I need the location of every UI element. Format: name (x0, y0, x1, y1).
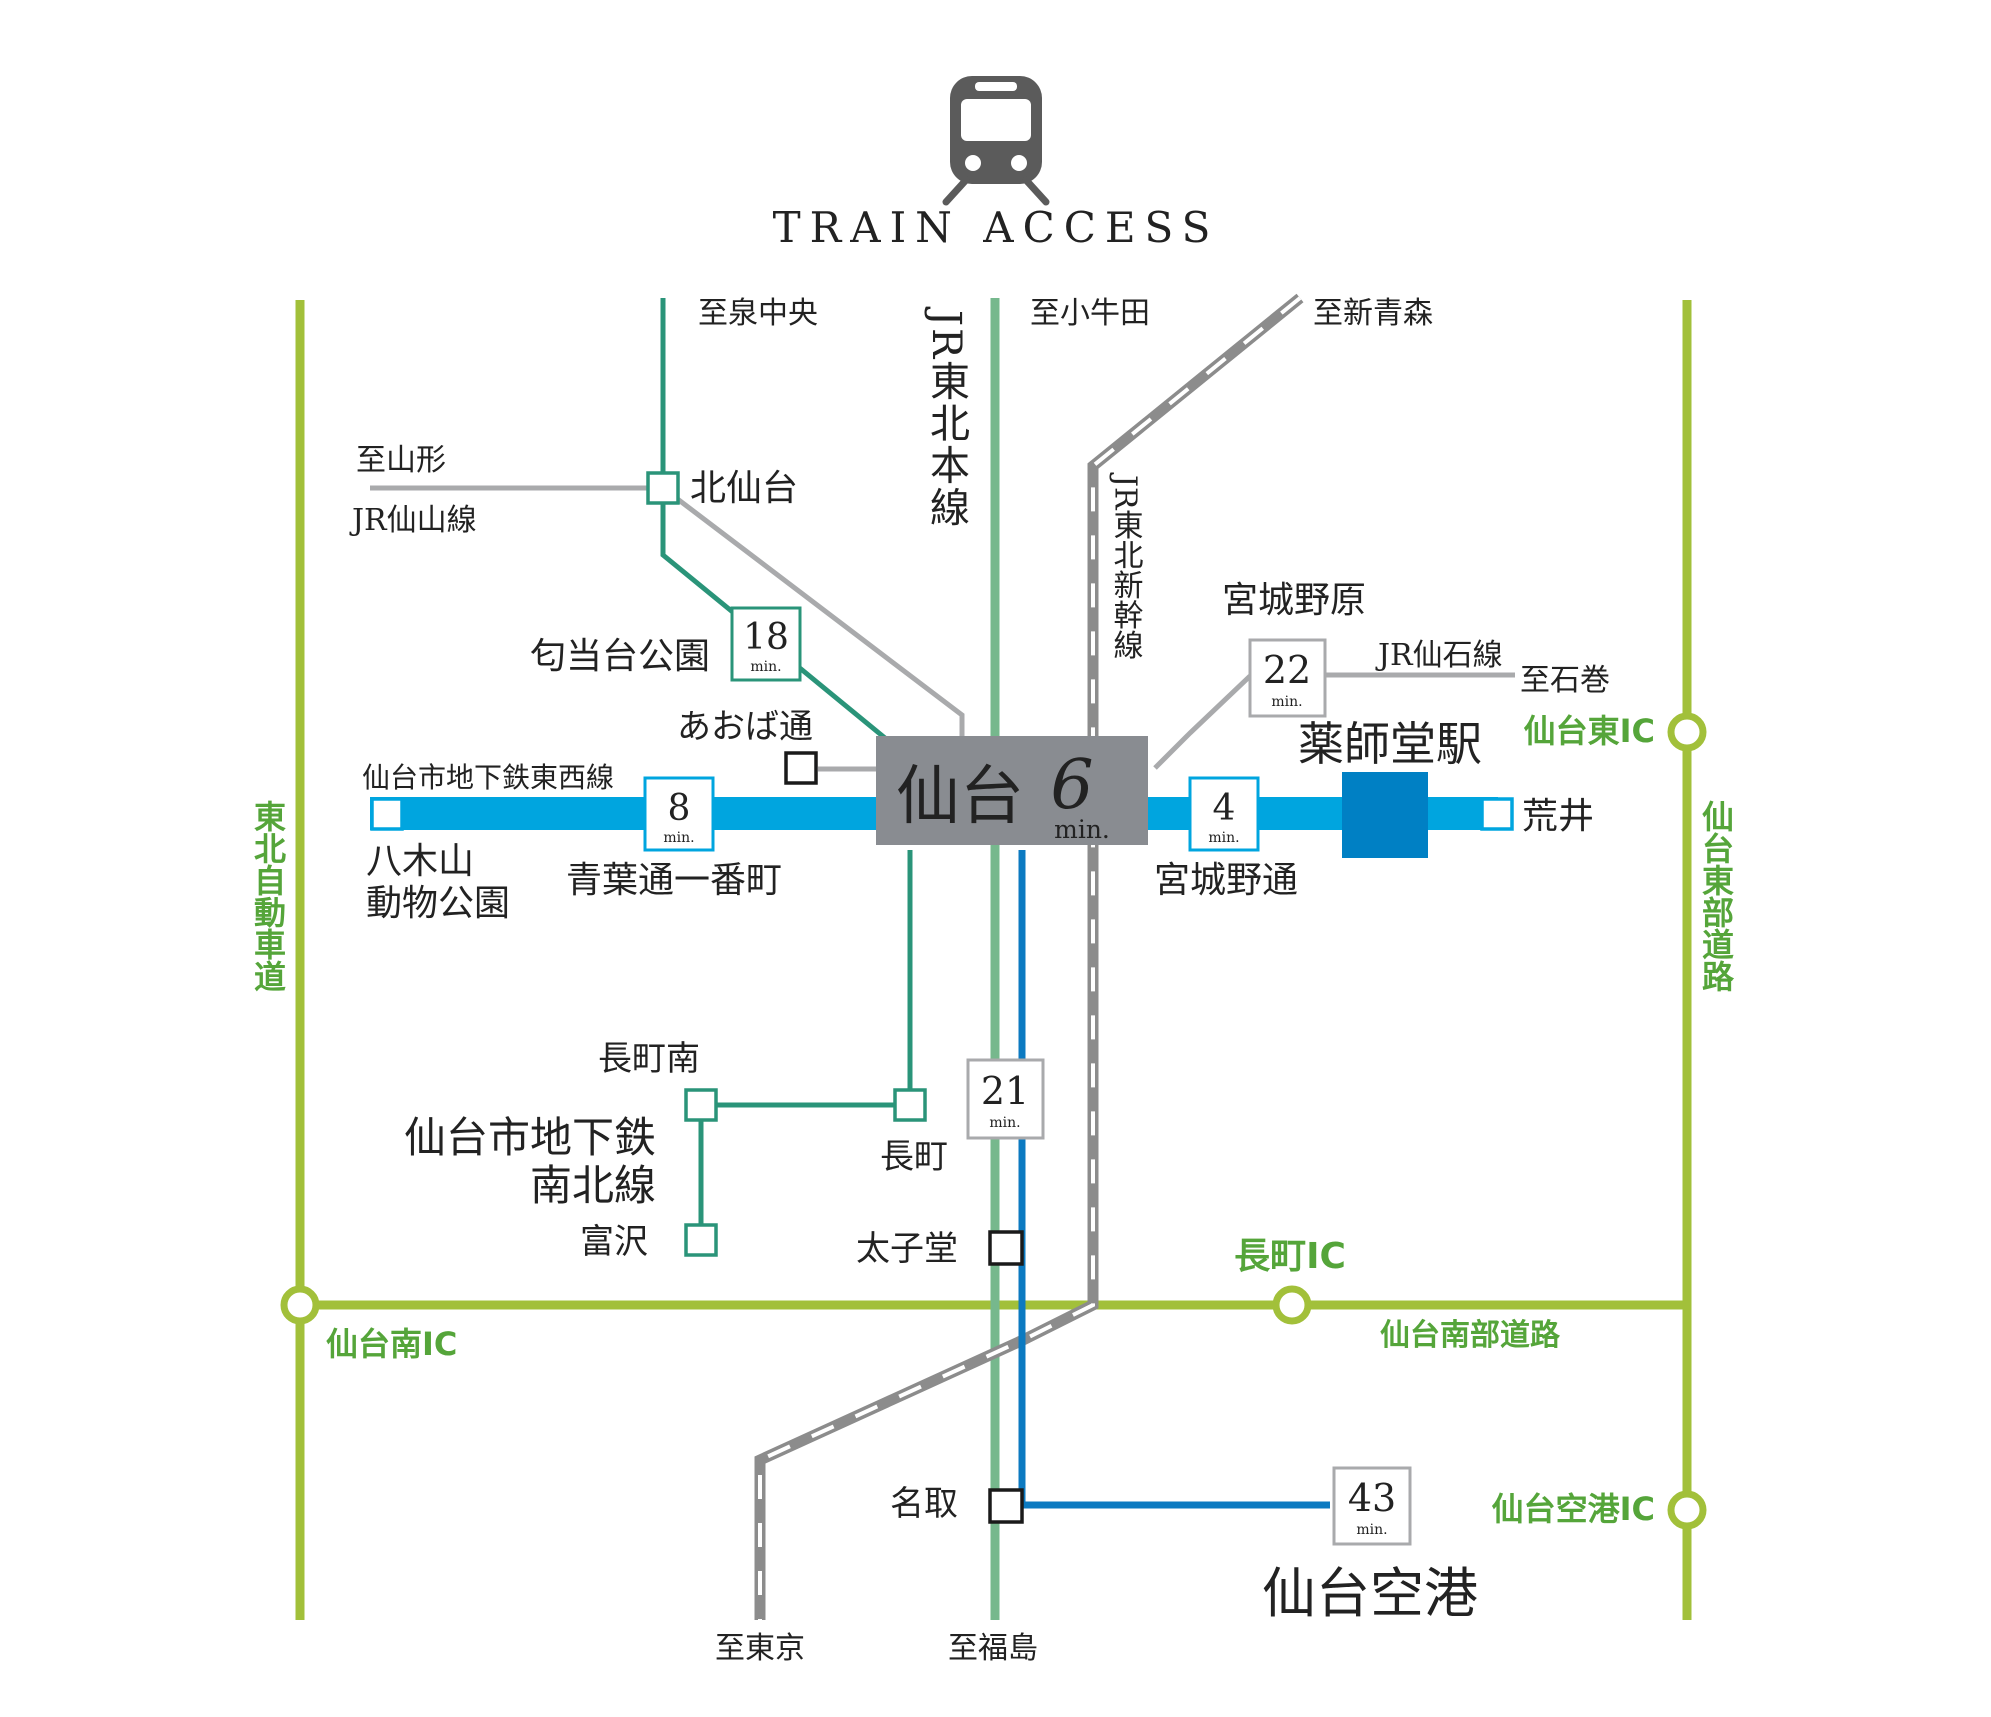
sendai-station[interactable]: 仙台 6 min. (876, 736, 1148, 845)
svg-text:min.: min. (989, 1115, 1020, 1131)
station-aoba-dori[interactable] (784, 751, 818, 785)
ic-sendai-airport (1667, 1490, 1707, 1530)
nanboku-line (660, 298, 913, 1240)
kotodai-label: 匂当台公園 (530, 636, 710, 677)
svg-text:8: 8 (668, 788, 691, 829)
direction-ishinomaki: 至石巻 (1520, 663, 1610, 698)
time-box-kotodai: 18 min. (730, 606, 802, 682)
nagamachi-label: 長町 (880, 1137, 948, 1177)
sendai-airport-ic-label: 仙台空港IC (1492, 1490, 1655, 1528)
nagamachi-ic-label: 長町IC (1234, 1236, 1346, 1277)
direction-yamagata: 至山形 (356, 443, 446, 478)
airport-label: 仙台空港 (1262, 1562, 1478, 1625)
station-markers (370, 471, 1514, 1524)
sendai-label: 仙台 (896, 760, 1024, 834)
ic-nagamachi (1272, 1285, 1312, 1325)
time-box-miyaginohara: 22 min. (1248, 638, 1327, 718)
shinkansen-line (754, 293, 1304, 1620)
sendai-tobu-label: 仙台東部道路 (1697, 800, 1735, 992)
sendai-time-unit: min. (1054, 815, 1110, 844)
station-taishido[interactable] (988, 1230, 1024, 1266)
sendai-nanbu-label: 仙台南部道路 (1380, 1318, 1561, 1353)
arai-label: 荒井 (1522, 796, 1594, 837)
station-nagamachi[interactable] (893, 1088, 927, 1122)
time-box-aoba-ichibancho: 8 min. (643, 776, 715, 852)
yagiyama-label-1: 八木山 (366, 841, 474, 882)
direction-izumichuo: 至泉中央 (698, 296, 818, 331)
jr-gray-lines (370, 485, 1515, 772)
yakushido-station-marker[interactable] (1342, 772, 1428, 858)
yagiyama-label-2: 動物公園 (366, 883, 510, 924)
shinkansen-label: JR東北新幹線 (1108, 472, 1143, 660)
ic-sendai-higashi (1667, 712, 1707, 752)
miyagino-dori-label: 宮城野通 (1154, 860, 1298, 901)
svg-text:22: 22 (1263, 648, 1311, 692)
jr-tohoku-label: JR東北本線 (923, 306, 969, 528)
sendai-higashi-ic-label: 仙台東IC (1524, 712, 1655, 750)
ic-sendai-minami (280, 1285, 320, 1325)
svg-text:43: 43 (1348, 1476, 1396, 1520)
train-icon (942, 76, 1050, 206)
senzan-label: JR仙山線 (349, 503, 477, 538)
svg-text:18: 18 (743, 617, 789, 658)
station-yagiyama[interactable] (370, 797, 404, 831)
jr-senzan-link (661, 486, 965, 740)
taishido-label: 太子堂 (856, 1229, 958, 1269)
nanboku-label-2: 南北線 (530, 1161, 656, 1210)
station-arai[interactable] (1480, 797, 1514, 831)
tozai-line (370, 797, 1498, 830)
direction-fukushima: 至福島 (948, 1631, 1038, 1666)
nagamachi-minami-label: 長町南 (598, 1039, 700, 1079)
direction-tokyo: 至東京 (715, 1631, 805, 1666)
kitasendai-label: 北仙台 (690, 468, 798, 509)
natori-label: 名取 (890, 1484, 958, 1524)
svg-text:4: 4 (1213, 788, 1236, 829)
direction-oushida: 至小牛田 (1030, 296, 1150, 331)
yakushido-label: 薬師堂駅 (1298, 717, 1482, 771)
time-box-miyagino-dori: 4 min. (1188, 776, 1260, 852)
time-box-airport: 43 min. (1332, 1466, 1412, 1546)
tohoku-expressway-label: 東北自動車道 (249, 800, 287, 992)
svg-text:min.: min. (1356, 1522, 1387, 1538)
senseki-label: JR仙石線 (1375, 638, 1503, 673)
tomizawa-label: 富沢 (580, 1222, 648, 1262)
svg-text:min.: min. (1208, 830, 1239, 846)
time-box-nagamachi: 21 min. (966, 1058, 1045, 1140)
tozai-label: 仙台市地下鉄東西線 (362, 761, 614, 794)
nanboku-label-1: 仙台市地下鉄 (404, 1113, 656, 1162)
aoba-ichibancho-label: 青葉通一番町 (566, 860, 782, 901)
airport-line (1018, 850, 1330, 1509)
aoba-dori-label: あおば通 (677, 707, 813, 747)
svg-text:min.: min. (663, 830, 694, 846)
station-natori[interactable] (988, 1488, 1024, 1524)
svg-text:21: 21 (981, 1069, 1029, 1113)
station-kitasendai[interactable] (646, 471, 680, 505)
sendai-time: 6 (1050, 746, 1093, 825)
svg-text:min.: min. (750, 659, 781, 675)
station-tomizawa[interactable] (684, 1223, 718, 1257)
station-nagamachi-minami[interactable] (684, 1088, 718, 1122)
svg-text:min.: min. (1271, 694, 1302, 710)
jr-senseki-link (1153, 674, 1252, 770)
page-title: TRAIN ACCESS (773, 203, 1220, 252)
miyaginohara-label: 宮城野原 (1222, 580, 1366, 621)
sendai-minami-ic-label: 仙台南IC (326, 1325, 457, 1363)
direction-shinaomori: 至新青森 (1313, 296, 1433, 331)
